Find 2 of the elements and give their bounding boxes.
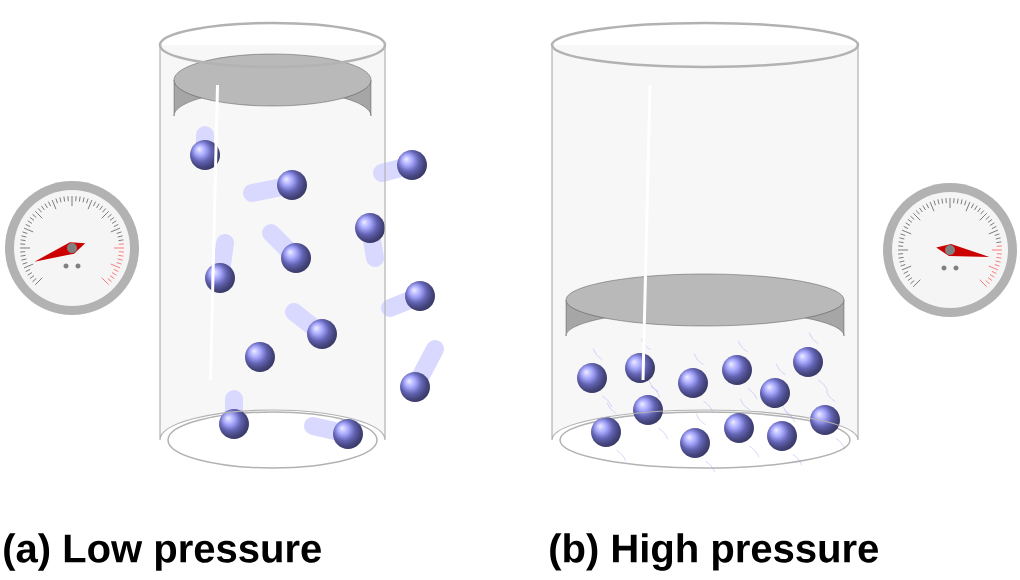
figure-caption: (a) Low pressure — [4, 533, 321, 571]
figure-caption: (b) High pressure — [550, 533, 878, 571]
